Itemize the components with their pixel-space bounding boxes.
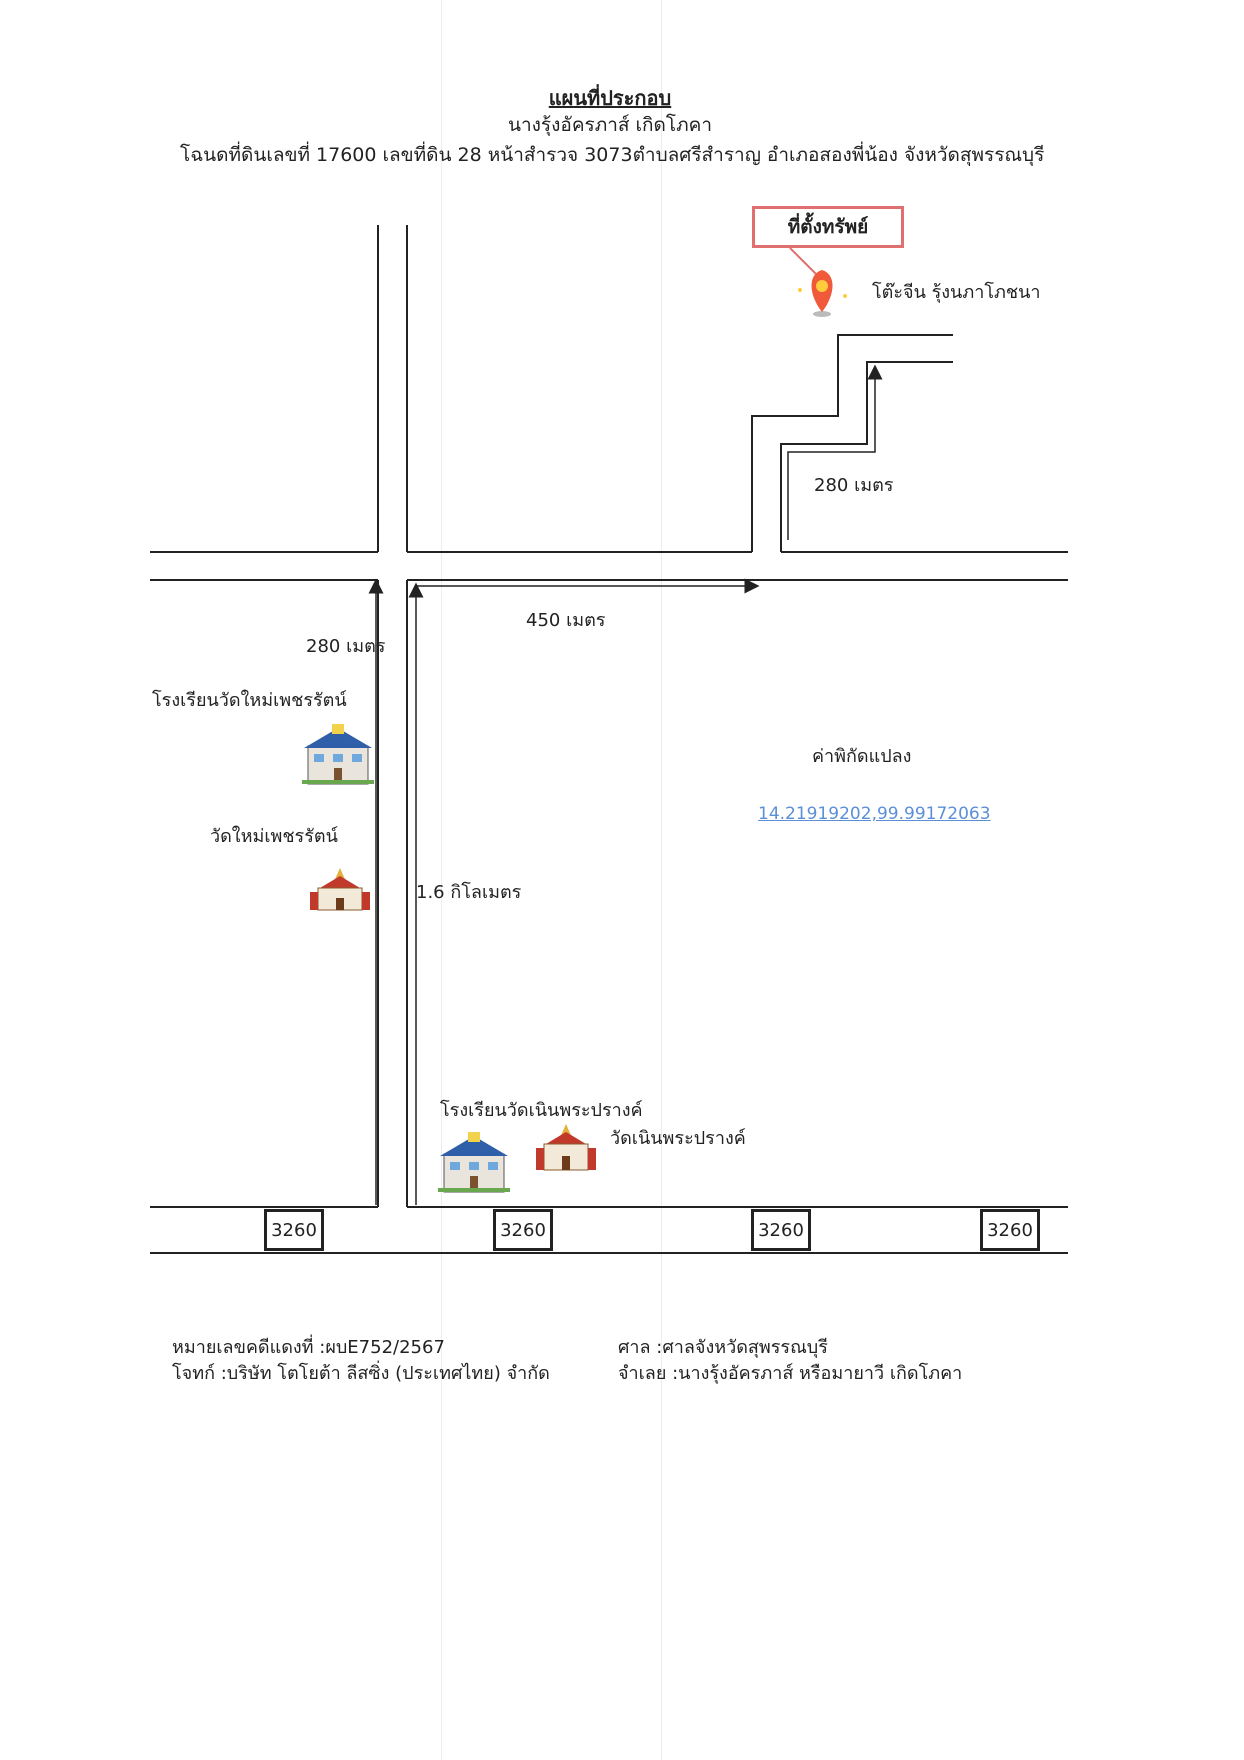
location-pin-icon xyxy=(798,270,847,317)
fold-line xyxy=(661,0,662,1760)
school-label-2: โรงเรียนวัดเนินพระปรางค์ xyxy=(440,1100,643,1121)
coordinates-label: ค่าพิกัดแปลง xyxy=(812,746,912,767)
distance-label-north: 280 เมตร xyxy=(306,636,386,657)
owner-name: นางรุ้งอัครภาส์ เกิดโภคา xyxy=(507,114,713,136)
road-number-badge: 3260 xyxy=(264,1209,324,1251)
defendant: จำเลย :นางรุ้งอัครภาส์ หรือมายาวี เกิดโภ… xyxy=(618,1363,963,1384)
case-number: หมายเลขคดีแดงที่ :ผบE752/2567 xyxy=(172,1337,445,1358)
road-number-badge: 3260 xyxy=(980,1209,1040,1251)
route-arrow-lane xyxy=(787,364,883,540)
school-icon xyxy=(438,1132,510,1193)
nearby-business-label: โต๊ะจีน รุ้งนภาโภชนา xyxy=(872,282,1041,303)
temple-icon xyxy=(536,1124,596,1171)
deed-line: โฉนดที่ดินเลขที่ 17600 เลขที่ดิน 28 หน้า… xyxy=(180,144,1045,166)
temple-icon xyxy=(310,868,370,911)
distance-label-east: 450 เมตร xyxy=(526,610,606,631)
road-number-badge: 3260 xyxy=(493,1209,553,1251)
court: ศาล :ศาลจังหวัดสุพรรณบุรี xyxy=(618,1337,828,1358)
road-number-badge: 3260 xyxy=(751,1209,811,1251)
school-label-1: โรงเรียนวัดใหม่เพชรรัตน์ xyxy=(152,690,347,711)
school-icon xyxy=(302,724,374,785)
fold-line xyxy=(441,0,442,1760)
distance-label-long: 1.6 กิโลเมตร xyxy=(416,882,522,903)
distance-label-lane: 280 เมตร xyxy=(814,475,894,496)
temple-label-1: วัดใหม่เพชรรัตน์ xyxy=(210,826,338,847)
plaintiff: โจทก์ :บริษัท โตโยต้า ลีสซิ่ง (ประเทศไทย… xyxy=(172,1363,550,1384)
property-location-label: ที่ตั้งทรัพย์ xyxy=(752,206,904,248)
temple-label-2: วัดเนินพระปรางค์ xyxy=(610,1128,746,1149)
lane-edge xyxy=(780,361,953,552)
map-title: แผนที่ประกอบ xyxy=(548,86,672,110)
coordinates-link[interactable]: 14.21919202,99.99172063 xyxy=(758,804,991,824)
lane-edge xyxy=(751,334,953,552)
